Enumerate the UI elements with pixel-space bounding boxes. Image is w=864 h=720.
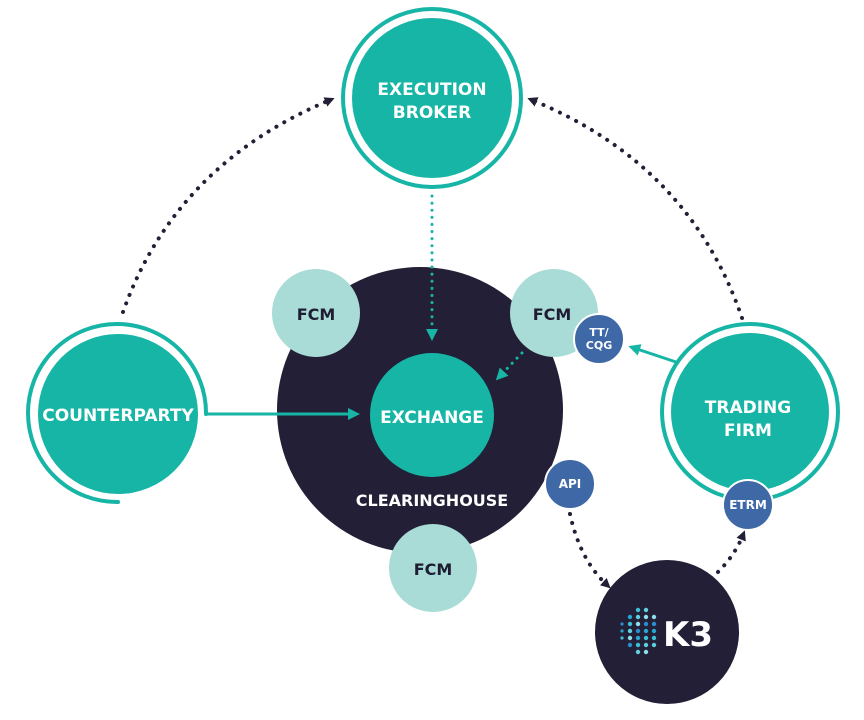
counterparty-to-broker-connector: [121, 97, 335, 314]
execution-broker-ring: [341, 7, 523, 189]
k3-logo-dot: [627, 621, 633, 627]
k3-logo-dot: [627, 614, 633, 620]
fcm-left-label: FCM: [297, 305, 336, 324]
k3-logo-dot: [643, 642, 649, 648]
api-label: API: [559, 477, 582, 491]
clearinghouse-label: CLEARINGHOUSE: [356, 491, 508, 510]
k3-logo-dot: [620, 622, 624, 626]
tt-cqg-label-line2: CQG: [586, 339, 612, 352]
k3-logo-dot: [635, 635, 641, 641]
k3-logo-dot: [635, 642, 641, 648]
execution-broker-label-line2: BROKER: [393, 103, 471, 123]
k3-logo-dot: [651, 642, 657, 648]
api-badge: [544, 458, 596, 510]
trading-firm-circle: [671, 333, 829, 491]
trading-firm-label-line1: TRADING: [705, 398, 791, 418]
etrm-badge: [722, 479, 774, 531]
k3-logo-dot: [635, 621, 641, 627]
k3-logo-dot: [651, 628, 657, 634]
k3-logo-dot: [635, 614, 641, 620]
api-to-k3-connector: [568, 512, 611, 589]
trading-firm-to-broker-connector: [527, 97, 744, 320]
k3-logo-dot: [627, 628, 633, 634]
trading-firm-to-ttcqg-arrow: [628, 344, 677, 364]
exchange-circle: [370, 353, 494, 477]
k3-logo-dot: [651, 635, 657, 641]
k3-to-etrm-connector: [716, 530, 746, 574]
k3-logo-dot: [643, 635, 649, 641]
fcm-left-circle: [272, 269, 360, 357]
k3-logo-dot: [651, 621, 657, 627]
counterparty-ring: [26, 322, 209, 505]
execution-broker-circle: [352, 18, 512, 178]
k3-logo-dot: [635, 628, 641, 634]
execution-broker-label-line1: EXECUTION: [377, 80, 486, 100]
k3-logo-dot: [643, 628, 649, 634]
k3-logo-dot: [620, 636, 624, 640]
k3-logo-dot: [651, 614, 657, 620]
k3-logo-dot: [635, 649, 641, 655]
counterparty-label: COUNTERPARTY: [42, 406, 194, 426]
tt-cqg-badge: [573, 313, 625, 365]
exchange-label: EXCHANGE: [380, 408, 484, 428]
etrm-label: ETRM: [729, 498, 767, 512]
k3-logo-dot: [635, 607, 641, 613]
k3-circle: [595, 560, 739, 704]
tt-cqg-label-line1: TT/: [589, 326, 609, 339]
fcm-right-label: FCM: [533, 305, 572, 324]
k3-logo-dot: [643, 607, 649, 613]
k3-logo-dot: [643, 614, 649, 620]
k3-logo-icon: [620, 607, 657, 655]
k3-logo-dot: [627, 635, 633, 641]
k3-logo-dot: [643, 621, 649, 627]
k3-logo-dot: [620, 629, 624, 633]
fcm-bottom-label: FCM: [414, 560, 453, 579]
k3-logo-dot: [643, 649, 649, 655]
fcm-bottom-circle: [389, 524, 477, 612]
k3-label: K3: [663, 615, 713, 655]
k3-logo-dot: [627, 642, 633, 648]
counterparty-circle: [38, 334, 198, 494]
trading-firm-label-line2: FIRM: [724, 421, 772, 441]
